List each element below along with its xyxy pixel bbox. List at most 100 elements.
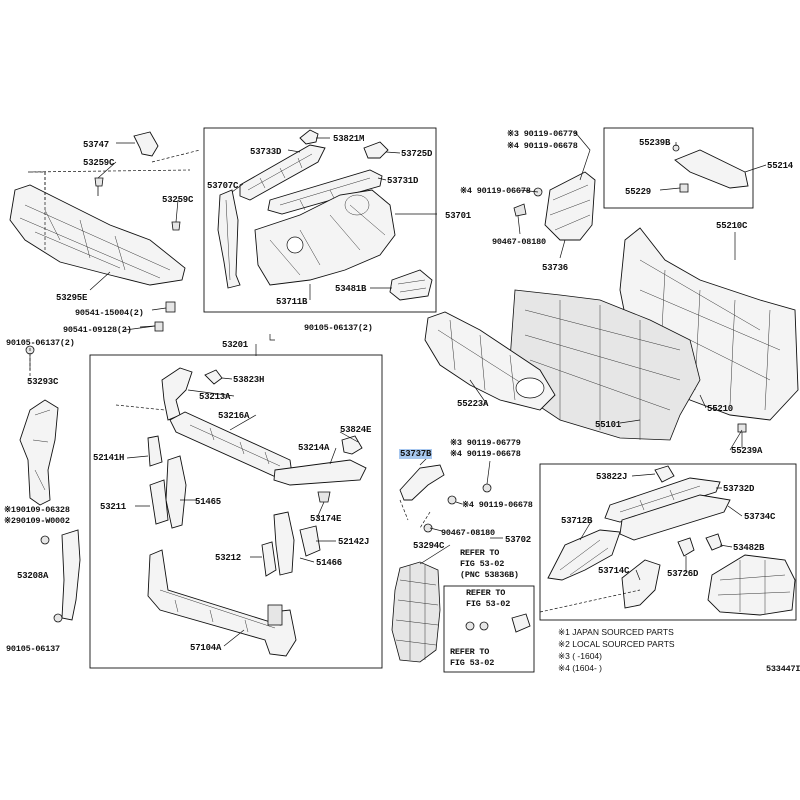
label-53824E: 53824E	[340, 425, 372, 435]
part-53714C	[621, 559, 661, 609]
refer-box-parts	[465, 613, 531, 633]
label-90109-W0002: ※290109-W0002	[4, 516, 70, 526]
label-53174E: 53174E	[310, 514, 342, 524]
label-55210: 55210	[707, 404, 734, 414]
label-51466: 51466	[316, 558, 343, 568]
part-53707C	[217, 189, 241, 289]
label-53482B: 53482B	[733, 543, 765, 553]
label-90119-06779: ※3 90119-06779	[507, 129, 578, 139]
part-53725D	[363, 141, 389, 159]
label-53701: 53701	[445, 211, 472, 221]
part-55214	[672, 144, 749, 193]
part-57104A	[147, 549, 297, 657]
label-53712B: 53712B	[561, 516, 593, 526]
part-53824E	[341, 435, 363, 455]
part-53712B	[547, 529, 621, 581]
label-53293C: 53293C	[27, 377, 59, 387]
part-53294C	[391, 561, 441, 663]
legend: ※1 JAPAN SOURCED PARTS ※2 LOCAL SOURCED …	[558, 626, 675, 674]
label-53295E: 53295E	[56, 293, 88, 303]
label-53213A: 53213A	[199, 392, 231, 402]
label-53259C: 53259C	[83, 158, 115, 168]
part-53726D	[677, 537, 695, 557]
clip-53259C	[94, 177, 181, 231]
label-53737B[interactable]: 53737B	[399, 449, 433, 459]
label-90541-15004: 90541-15004(2)	[75, 308, 144, 318]
frame-55214	[603, 127, 754, 209]
part-53208A	[40, 529, 81, 623]
part-53211-51465	[149, 455, 187, 529]
label-53201: 53201	[222, 340, 249, 350]
part-53822J	[654, 465, 675, 483]
legend-item-3: ※3 ( -1604)	[558, 651, 602, 661]
label-53747: 53747	[83, 140, 110, 150]
label-53736: 53736	[542, 263, 569, 273]
part-53214A	[273, 459, 367, 486]
label-90105-06137: 90105-06137(2)	[6, 338, 75, 348]
label-55239A: 55239A	[731, 446, 763, 456]
part-53737B	[399, 464, 492, 533]
part-53732D	[604, 477, 721, 523]
label-55214: 55214	[767, 161, 794, 171]
leader-lines	[29, 131, 767, 647]
part-53702-apron	[707, 554, 796, 616]
frame-53201	[89, 354, 383, 669]
label-53208A: 53208A	[17, 571, 49, 581]
part-53213A	[161, 367, 193, 421]
part-53212	[261, 541, 277, 577]
part-53295E	[9, 149, 201, 286]
label-90119-06678: ※4 90119-06678	[462, 500, 533, 510]
label-55229: 55229	[625, 187, 652, 197]
label-53714C: 53714C	[598, 566, 630, 576]
label-90119-06678: ※4 90119-06678	[507, 141, 578, 151]
leader-55210C	[734, 232, 743, 448]
label-53212: 53212	[215, 553, 242, 563]
part-55223A	[424, 311, 556, 411]
part-53733D	[239, 144, 326, 201]
label-53702: 53702	[505, 535, 532, 545]
clip-55239A	[737, 423, 747, 433]
label-55239B: 55239B	[639, 138, 671, 148]
label-55210C: 55210C	[716, 221, 748, 231]
label-53731D: 53731D	[387, 176, 419, 186]
label-53707C: 53707C	[207, 181, 239, 191]
part-53736	[513, 171, 596, 241]
label-90467-08180: 90467-08180	[441, 528, 495, 538]
label-55223A: 55223A	[457, 399, 489, 409]
part-53734C	[619, 494, 731, 541]
label-53823H: 53823H	[233, 375, 265, 385]
frame-53702	[539, 463, 797, 621]
part-53731D	[267, 169, 383, 215]
refer-note-a: REFER TO FIG 53-02 (PNC 53836B)	[460, 548, 519, 580]
frame-refer	[443, 585, 535, 673]
label-90541-09128: 90541-09128(2)	[63, 325, 132, 335]
label-90119-06678: ※4 90119-06678	[460, 186, 531, 196]
label-90109-06328: ※190109-06328	[4, 505, 70, 515]
part-52142J-51466	[273, 511, 321, 576]
part-52141H	[147, 435, 163, 467]
label-53734C: 53734C	[744, 512, 776, 522]
legend-item-4: ※4 (1604- )	[558, 663, 602, 673]
label-53732D: 53732D	[723, 484, 755, 494]
label-52142J: 52142J	[338, 537, 370, 547]
legend-item-1: ※1 JAPAN SOURCED PARTS	[558, 627, 674, 637]
label-53259C: 53259C	[162, 195, 194, 205]
label-53214A: 53214A	[298, 443, 330, 453]
label-53726D: 53726D	[667, 569, 699, 579]
label-53733D: 53733D	[250, 147, 282, 157]
frame-53701	[203, 127, 437, 313]
part-53482B	[705, 533, 723, 551]
part-53481B	[389, 269, 433, 301]
label-53711B: 53711B	[276, 297, 308, 307]
label-53821M: 53821M	[333, 134, 365, 144]
legend-item-2: ※2 LOCAL SOURCED PARTS	[558, 639, 675, 649]
label-90119-06779: ※3 90119-06779	[450, 438, 521, 448]
label-57104A: 57104A	[190, 643, 222, 653]
label-55101: 55101	[595, 420, 622, 430]
part-53174E	[317, 491, 331, 503]
label-90105-06137: 90105-06137	[6, 644, 60, 654]
label-90119-06678: ※4 90119-06678	[450, 449, 521, 459]
label-53481B: 53481B	[335, 284, 367, 294]
leader-dash-53702	[539, 589, 641, 613]
